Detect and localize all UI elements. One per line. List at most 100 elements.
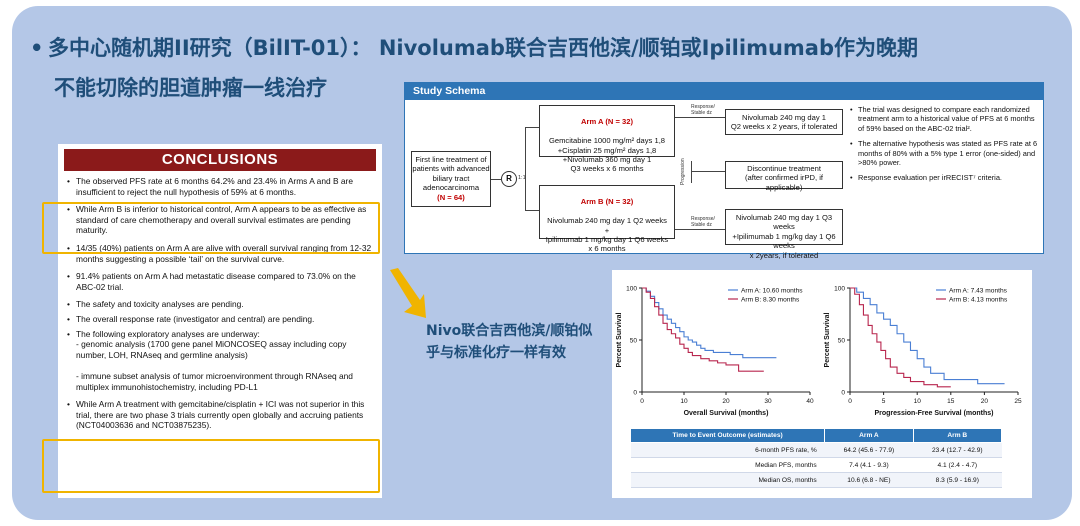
callout-arrow-icon [390,268,426,318]
schema-heading: Study Schema [405,83,1043,100]
legend-label: Arm B: 4.13 months [949,296,1008,303]
x-axis-label: Overall Survival (months) [684,410,769,417]
highlight-box-arm-a [42,202,380,254]
survival-curve [642,287,777,359]
y-tick-label: 0 [841,390,845,397]
table-cell: 6-month PFS rate, % [630,442,825,458]
schema-note: The trial was designed to compare each r… [850,105,1040,133]
conclusion-item: While Arm A treatment with gemcitabine/c… [66,399,374,431]
connector [525,210,539,211]
randomize-circle: R [501,171,517,187]
x-tick-label: 20 [981,398,989,405]
response-label-b: Response/ Stable dz [691,216,715,228]
study-schema: Study Schema First line treatment of pat… [404,82,1044,260]
highlight-box-phase3 [42,439,380,493]
randomize-letter: R [506,174,512,183]
conclusion-item: 14/35 (40%) patients on Arm A are alive … [66,243,374,264]
connector [491,179,501,180]
x-tick-label: 0 [848,398,852,405]
connector [675,117,725,118]
arm-a-box: Arm A (N = 32) Gemcitabine 1000 mg/m² da… [539,105,675,173]
arm-b-label: Arm B (N = 32) [580,197,634,207]
connector [691,171,725,172]
conclusions-heading: CONCLUSIONS [64,149,376,171]
connector [691,161,692,183]
first-line-box: First line treatment of patients with ad… [411,151,491,207]
legend-label: Arm B: 8.30 months [741,296,800,303]
title-bullet: • [30,36,44,60]
x-tick-label: 10 [680,398,688,405]
table-header: Arm B [912,428,1003,443]
legend-label: Arm A: 7.43 months [949,287,1008,294]
x-tick-label: 0 [640,398,644,405]
arm-a-label: Arm A (N = 32) [581,117,633,127]
table-cell: 4.1 (2.4 - 4.7) [913,457,1002,473]
slide-title: •多中心随机期II研究（BilIT-01）： Nivolumab联合吉西他滨/顺… [30,28,1060,108]
conclusion-item: 91.4% patients on Arm A had metastatic d… [66,271,374,292]
first-line-text: First line treatment of patients with ad… [412,155,490,193]
table-row: 6-month PFS rate, % 64.2 (45.6 - 77.9) 2… [630,442,1002,458]
arm-b-box: Arm B (N = 32) Nivolumab 240 mg day 1 Q2… [539,185,675,253]
conclusion-item: The observed PFS rate at 6 months 64.2% … [66,176,374,197]
y-tick-label: 50 [630,338,638,345]
table-row: Median OS, months 10.6 (6.8 - NE) 8.3 (5… [630,472,1002,488]
x-tick-label: 25 [1014,398,1022,405]
x-tick-label: 40 [806,398,814,405]
connector [525,127,526,211]
y-tick-label: 100 [834,286,845,293]
connector [675,229,725,230]
response-label-a: Response/ Stable dz [691,104,715,116]
discontinue-box: Discontinue treatment (after confirmed i… [725,161,843,192]
table-cell: 10.6 (6.8 - NE) [824,472,914,488]
progression-label: Progression [680,158,686,185]
conclusion-item: While Arm B is inferior to historical co… [66,204,374,236]
first-line-n: (N = 64) [437,192,465,202]
slide-background: •多中心随机期II研究（BilIT-01）： Nivolumab联合吉西他滨/顺… [12,6,1072,520]
table-cell: Median OS, months [630,472,825,488]
conclusion-item: The overall response rate (investigator … [66,314,374,325]
y-axis-label: Percent Survival [824,313,831,368]
y-axis-label: Percent Survival [616,313,623,368]
time-to-event-table: Time to Event Outcome (estimates) Arm A … [629,428,1003,488]
conclusion-item: The safety and toxicity analyses are pen… [66,299,374,310]
maintenance-a-box: Nivolumab 240 mg day 1 Q2 weeks x 2 year… [725,109,843,135]
conclusions-list: The observed PFS rate at 6 months 64.2% … [58,174,382,431]
ratio-label: 1:1 [518,175,526,181]
table-cell: 64.2 (45.6 - 77.9) [824,442,914,458]
table-header: Arm A [824,428,914,443]
table-header-row: Time to Event Outcome (estimates) Arm A … [629,428,1003,443]
maintenance-b-box: Nivolumab 240 mg day 1 Q3 weeks +Ipilimu… [725,209,843,260]
arm-a-regimen: Gemcitabine 1000 mg/m² days 1,8 +Cisplat… [548,136,666,174]
schema-note: Response evaluation per irRECIST⁷ criter… [850,173,1040,183]
table-cell: 23.4 (12.7 - 42.9) [913,442,1002,458]
title-line-2: 不能切除的胆道肿瘤一线治疗 [54,76,327,100]
table-cell: 7.4 (4.1 - 9.3) [824,457,914,473]
conclusion-item: The following exploratory analyses are u… [66,329,374,393]
x-tick-label: 5 [882,398,886,405]
table-cell: 8.3 (5.9 - 16.9) [913,472,1002,488]
y-tick-label: 0 [633,390,637,397]
arm-b-regimen: Nivolumab 240 mg day 1 Q2 weeks + Ipilim… [545,216,669,254]
x-tick-label: 30 [764,398,772,405]
survival-curve [642,287,764,372]
schema-notes: The trial was designed to compare each r… [850,105,1040,189]
x-axis-label: Progression-Free Survival (months) [874,410,993,417]
table-cell: Median PFS, months [630,457,825,473]
table-header: Time to Event Outcome (estimates) [629,428,826,443]
survival-curve [850,287,951,388]
x-tick-label: 10 [914,398,922,405]
table-row: Median PFS, months 7.4 (4.1 - 9.3) 4.1 (… [630,457,1002,473]
survival-curve [850,287,1005,385]
y-tick-label: 50 [838,338,846,345]
x-tick-label: 20 [722,398,730,405]
x-tick-label: 15 [947,398,955,405]
y-tick-label: 100 [626,286,637,293]
legend-label: Arm A: 10.60 months [741,287,803,294]
schema-note: The alternative hypothesis was stated as… [850,139,1040,167]
callout-note: Nivo联合吉西他滨/顺铂似乎与标准化疗一样有效 [426,323,593,361]
title-line-1: 多中心随机期II研究（BilIT-01）： Nivolumab联合吉西他滨/顺铂… [48,36,918,60]
connector [525,127,539,128]
